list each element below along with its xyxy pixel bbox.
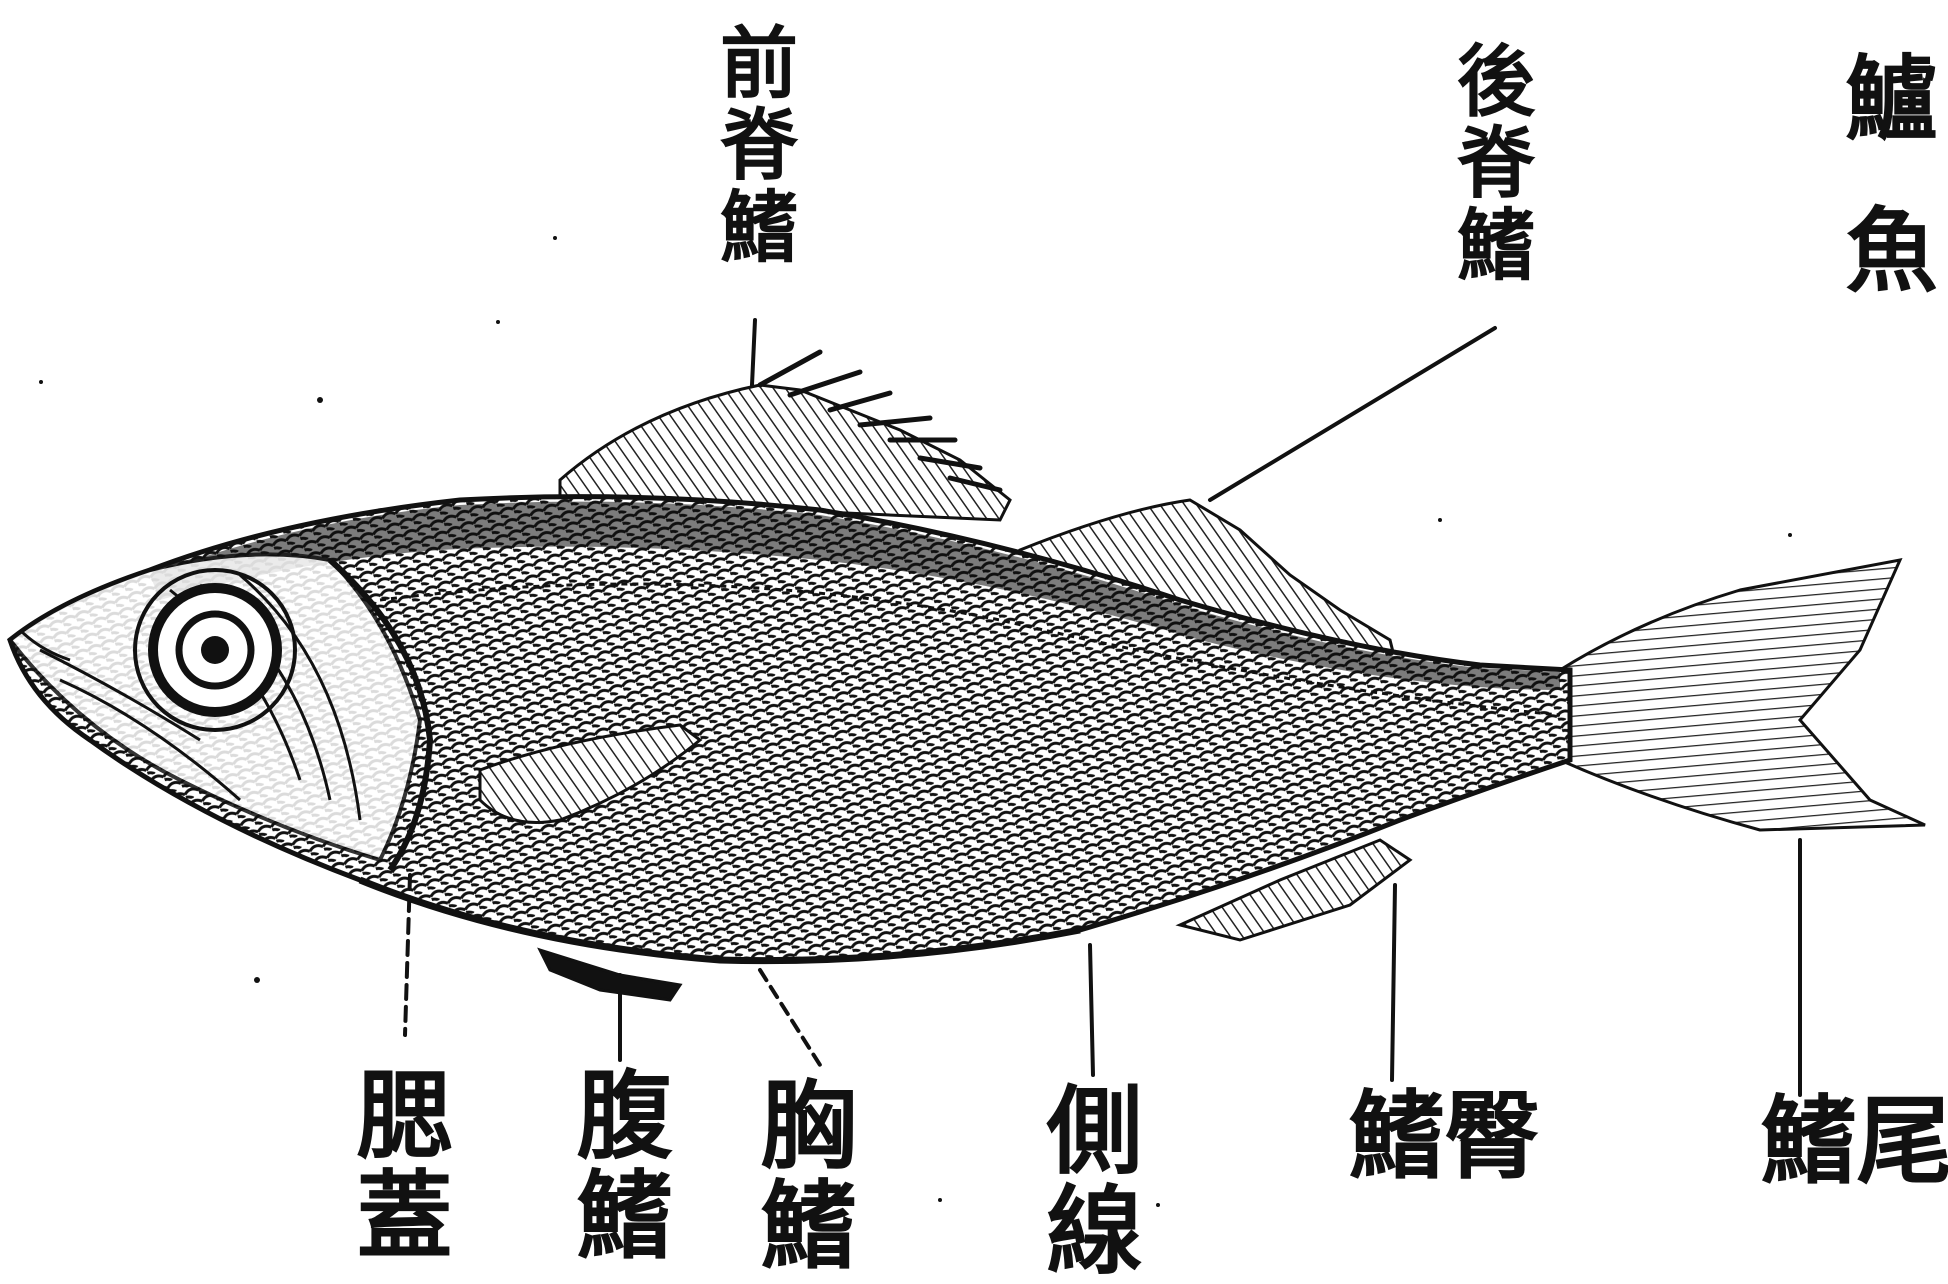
label-lateral-line: 側線 (1038, 1080, 1134, 1280)
leader-anterior-dorsal-fin (752, 320, 755, 385)
label-pelvic-fin: 腹鰭 (568, 1065, 664, 1265)
label-pectoral-fin: 胸鰭 (752, 1075, 848, 1275)
fish-eye (135, 570, 295, 730)
leader-anal-fin (1392, 885, 1395, 1080)
label-caudal-fin: 尾鰭 (1752, 1090, 1944, 1284)
label-posterior-dorsal-fin: 後脊鰭 (1450, 40, 1528, 286)
label-anterior-dorsal-fin: 前脊鰭 (713, 22, 791, 268)
leader-posterior-dorsal-fin (1210, 328, 1495, 500)
leader-pectoral-fin (760, 970, 820, 1065)
diagram-title: 鱸魚 (1838, 50, 1930, 354)
label-anal-fin: 臀鰭 (1340, 1085, 1532, 1284)
leader-lateral-line (1090, 945, 1093, 1075)
caudal-fin (1560, 560, 1925, 830)
label-gill-cover: 腮蓋 (348, 1065, 444, 1265)
